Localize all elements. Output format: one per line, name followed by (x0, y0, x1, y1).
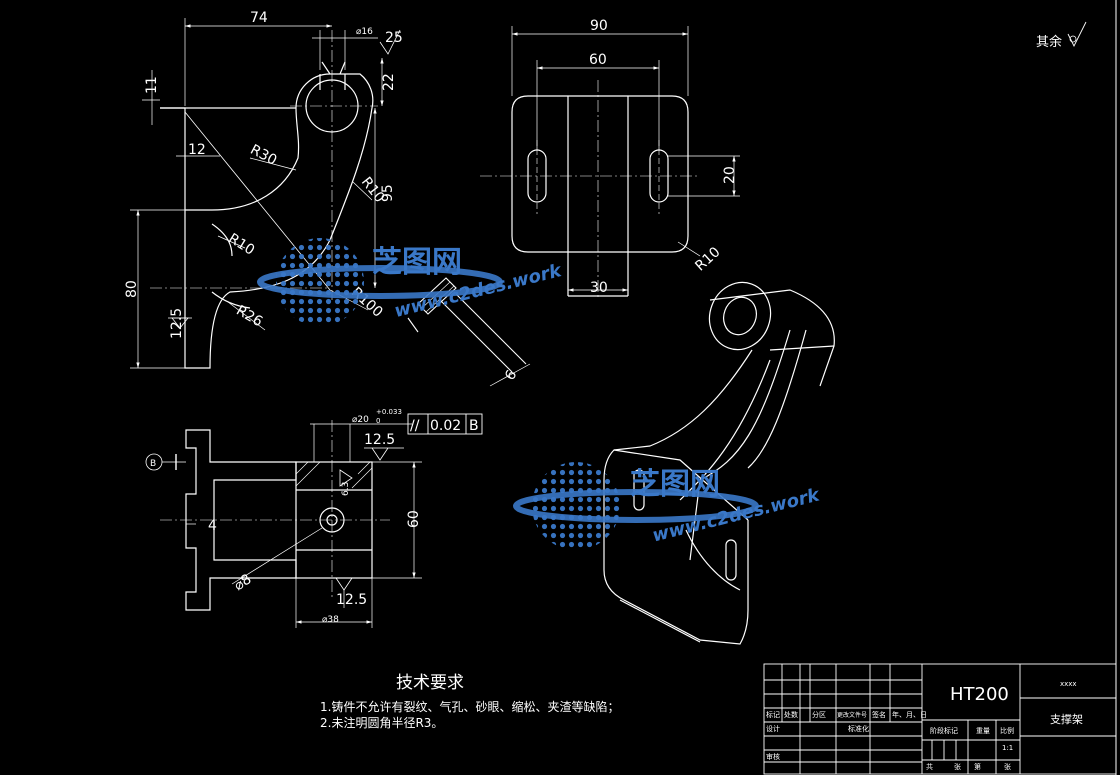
standard-label: 标准化 (848, 725, 869, 733)
dim-r10-b: R10 (225, 231, 257, 259)
roughness-12-5-bottom: 12.5 (336, 592, 367, 608)
dim-22: 22 (381, 73, 397, 91)
dim-60-front: 60 (406, 510, 422, 528)
dim-phi16: ⌀16 (356, 27, 373, 37)
design-label: 设计 (766, 725, 780, 733)
side-plate-outline (511, 95, 689, 253)
bracket-outline (160, 73, 374, 369)
sheet-label-2: 张 (1004, 763, 1011, 771)
dim-60: 60 (589, 52, 607, 68)
isometric-view (603, 281, 835, 645)
dim-phi8: ⌀8 (231, 571, 254, 594)
sheet-label: 张 (954, 763, 961, 771)
header-signature: 签名 (872, 711, 886, 719)
watermark-2: 芝图网 www.c2des.work (513, 462, 823, 550)
tol-lower: 0 (376, 417, 380, 425)
part-name: 支撑架 (1050, 713, 1083, 726)
tol-datum: B (469, 418, 479, 434)
header-zone: 分区 (812, 711, 826, 719)
dim-12: 12 (188, 142, 206, 158)
dim-95: 95 (380, 184, 396, 202)
watermark-brand-1: 芝图网 (372, 245, 462, 280)
tol-symbol: // (410, 418, 420, 434)
dim-r10: R10 (692, 244, 723, 274)
dim-phi38: ⌀38 (322, 615, 339, 625)
side-view-dimension-texts: 90 60 20 R10 30 (589, 18, 738, 296)
dim-20: 20 (722, 166, 738, 184)
review-label: 审核 (766, 753, 780, 761)
sheet-total-label: 共 (926, 763, 933, 771)
roughness-12-5-top: 12.5 (364, 432, 395, 448)
section-detail (407, 277, 531, 387)
title-block-grid (763, 663, 1117, 775)
dim-4: 4 (208, 518, 217, 534)
dim-11: 11 (144, 76, 160, 94)
dim-phi20: ⌀20 (352, 415, 369, 425)
drawing-code: xxxx (1060, 680, 1077, 688)
dim-74: 74 (250, 10, 268, 26)
datum-b: B (150, 459, 156, 469)
roughness-12-5: 12.5 (169, 308, 185, 339)
dim-30: 30 (590, 280, 608, 296)
tol-upper: +0.033 (376, 408, 402, 416)
header-change-doc: 更改文件号 (837, 712, 868, 719)
scale-label: 比例 (1000, 727, 1014, 735)
tech-requirements: 技术要求 1.铸件不允许有裂纹、气孔、砂眼、缩松、夹渣等缺陷； 2.未注明圆角半… (320, 668, 619, 731)
header-date: 年、月、日 (892, 711, 927, 719)
scale-value: 1:1 (1002, 744, 1014, 752)
dim-r26: R26 (233, 303, 265, 331)
tolerance-frame (407, 413, 483, 435)
front-view (145, 413, 483, 628)
sheet-no-label: 第 (974, 763, 981, 771)
header-count: 处数 (784, 711, 798, 719)
stage-mark-label: 阶段标记 (930, 727, 958, 735)
svg-text:其余: 其余 (1036, 34, 1062, 50)
weight-label: 重量 (976, 727, 990, 735)
tech-requirements-title: 技术要求 (396, 673, 464, 693)
material: HT200 (950, 684, 1009, 705)
tech-requirement-item: 2.未注明圆角半径R3。 (320, 716, 444, 730)
front-view-dimension-texts: B ⌀20 +0.033 0 // 0.02 B 12.5 6.3 4 60 ⌀… (150, 408, 479, 625)
surface-note: 其余 (1036, 21, 1087, 50)
roughness-25: 25 (385, 30, 403, 46)
header-mark: 标记 (766, 711, 780, 719)
dim-6: 6 (502, 367, 520, 383)
watermark-brand-2: 芝图网 (630, 467, 720, 502)
side-view (480, 26, 740, 300)
dim-80: 80 (124, 280, 140, 298)
title-block: HT200 xxxx 支撑架 标记 处数 分区 更改文件号 签名 年、月、日 设… (764, 664, 1116, 774)
tech-requirement-item: 1.铸件不允许有裂纹、气孔、砂眼、缩松、夹渣等缺陷； (320, 700, 620, 714)
roughness-6-3: 6.3 (341, 482, 351, 496)
dim-90: 90 (590, 18, 608, 34)
watermark-1: 芝图网 www.c2des.work (257, 238, 564, 326)
tol-value: 0.02 (430, 418, 461, 434)
